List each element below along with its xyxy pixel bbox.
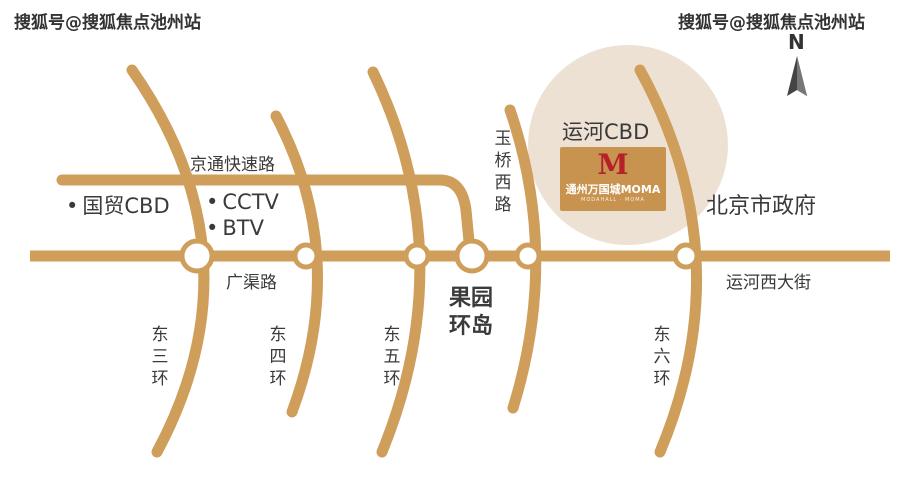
yunhe-cbd-label: 运河CBD <box>562 120 650 144</box>
node-guoyuan <box>454 238 490 274</box>
jingtong-road-label: 京通快速路 <box>190 155 275 175</box>
north-arrow-icon <box>787 56 807 96</box>
node-east3 <box>179 238 215 274</box>
node-east4 <box>292 242 320 270</box>
moma-project-logo: M 通州万国城MOMA MODAHALL · MOMA <box>560 147 666 211</box>
node-east5 <box>403 242 431 270</box>
yuqiao-road-label: 玉桥西路 <box>494 129 512 215</box>
cctv-label: CCTV <box>206 190 279 214</box>
moma-logo-mark-icon: M <box>597 148 629 181</box>
east3-ring-label: 东三环 <box>151 325 169 389</box>
east5-ring-label: 东五环 <box>383 325 401 389</box>
beijing-gov-label: 北京市政府 <box>706 194 817 219</box>
watermark-right: 搜狐号@搜狐焦点池州站 <box>678 13 865 33</box>
jingtong-road-line <box>56 174 476 258</box>
node-yuqiao <box>514 242 542 270</box>
compass-north-label: N <box>788 30 805 54</box>
moma-title: 通州万国城MOMA <box>565 183 661 196</box>
btv-label: BTV <box>206 216 264 240</box>
east6-ring-label: 东六环 <box>653 325 671 389</box>
moma-subtitle: MODAHALL · MOMA <box>581 197 645 203</box>
guomao-cbd-label: 国贸CBD <box>66 190 169 220</box>
guoyuan-roundabout-label: 果园环岛 <box>449 286 494 339</box>
watermark-left: 搜狐号@搜狐焦点池州站 <box>14 13 201 33</box>
yunhe-west-street-label: 运河西大街 <box>726 273 811 293</box>
node-east6 <box>672 242 700 270</box>
east4-ring-label: 东四环 <box>269 325 287 389</box>
guangqu-road-label: 广渠路 <box>226 273 277 293</box>
